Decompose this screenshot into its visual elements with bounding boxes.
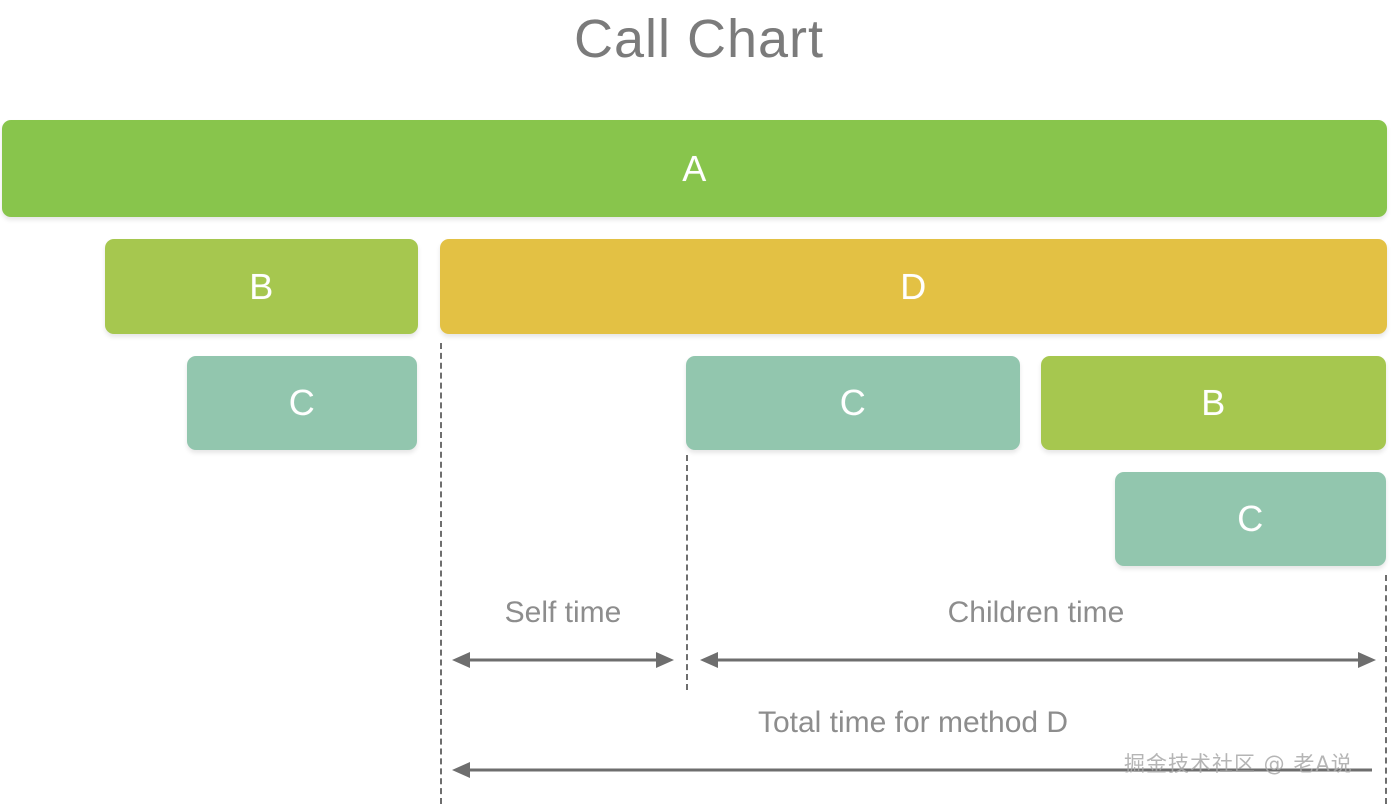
flame-frame-label: B (1201, 382, 1226, 423)
total-time-arrow (452, 760, 1376, 780)
flame-frame-label: C (1237, 498, 1264, 539)
flame-frame-c-right[interactable]: C (1115, 472, 1386, 566)
self-time-arrow (452, 650, 674, 670)
flame-frame-label: A (682, 147, 707, 189)
flame-frame-d[interactable]: D (440, 239, 1387, 334)
flame-frame-c-middle[interactable]: C (686, 356, 1020, 450)
flame-frame-label: B (249, 265, 274, 307)
page-title: Call Chart (573, 9, 825, 69)
guide-line-self-children-split (686, 455, 688, 690)
children-time-label: Children time (947, 596, 1125, 629)
flame-frame-label: C (288, 382, 316, 423)
flame-frame-a[interactable]: A (2, 120, 1387, 217)
total-time-label: Total time for method D (757, 706, 1069, 739)
flame-frame-b-right[interactable]: B (1041, 356, 1386, 450)
self-time-label: Self time (504, 596, 622, 629)
guide-line-d-start (440, 343, 442, 804)
flame-frame-label: D (900, 265, 927, 307)
flame-frame-label: C (839, 382, 867, 423)
flame-frame-c-left[interactable]: C (187, 356, 417, 450)
watermark-text: 掘金技术社区 @ 老A说 (1124, 752, 1353, 776)
children-time-arrow (700, 650, 1376, 670)
guide-line-d-end (1385, 575, 1387, 804)
flame-frame-b-left[interactable]: B (105, 239, 418, 334)
